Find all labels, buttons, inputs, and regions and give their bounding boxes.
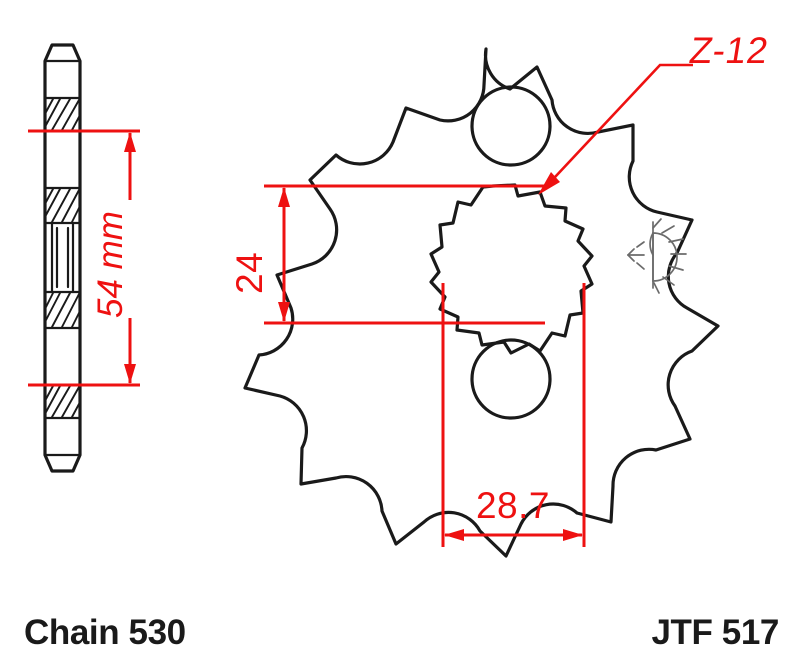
part-number-label: JTF 517	[651, 613, 779, 652]
inner-spline-hub	[429, 183, 594, 355]
leader-arrow-z12	[538, 172, 560, 195]
annotation-label-z12: Z-12	[687, 29, 772, 71]
annotation-z12: Z-12	[538, 29, 771, 195]
dimension-label-54mm: 54 mm	[91, 211, 130, 318]
leader-line-z12	[540, 63, 693, 193]
sprocket-outer-teeth	[243, 47, 720, 558]
dimension-28-7: 28.7	[441, 283, 586, 547]
arrow-287-left	[444, 529, 464, 541]
hatch-lower-mid	[45, 292, 80, 328]
side-section-view	[43, 43, 82, 473]
dimension-label-24: 24	[229, 252, 270, 294]
arrow-24-bottom	[278, 302, 290, 322]
arrow-54-bottom	[124, 364, 136, 384]
chain-type-label: Chain 530	[24, 613, 186, 652]
dimension-54mm: 54 mm	[28, 129, 140, 387]
dimension-24: 24	[229, 184, 545, 325]
side-bore-walls	[50, 221, 75, 294]
bolt-hole-upper	[470, 85, 552, 167]
arrow-54-top	[124, 132, 136, 152]
hatch-top	[45, 98, 80, 131]
front-sprocket-view	[243, 47, 720, 558]
bolt-hole-lower	[470, 338, 552, 420]
hatch-upper-mid	[45, 188, 80, 223]
surface-finish-symbol	[627, 218, 687, 294]
arrow-24-top	[278, 187, 290, 207]
arrow-287-right	[563, 529, 583, 541]
dimension-label-28-7: 28.7	[476, 485, 550, 526]
hatch-bottom	[45, 385, 80, 418]
